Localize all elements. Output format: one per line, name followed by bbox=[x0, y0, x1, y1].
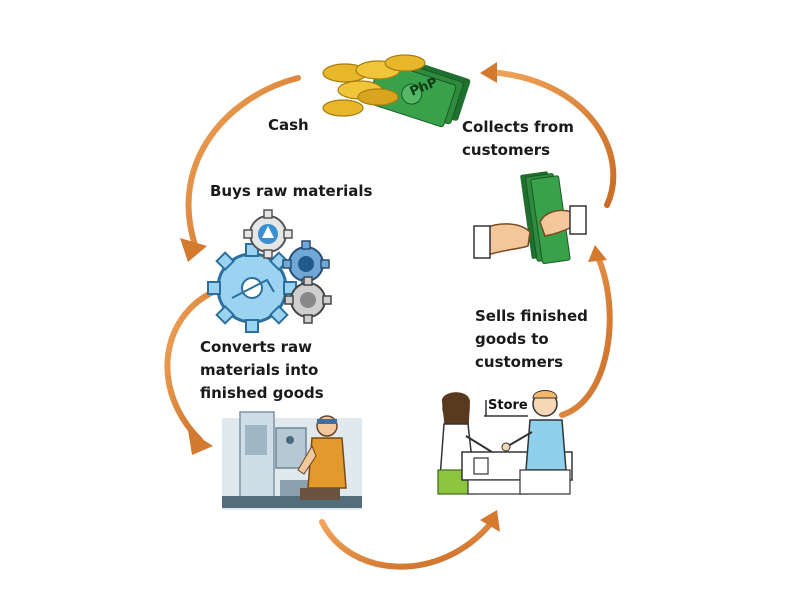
factory-worker-icon bbox=[222, 411, 362, 510]
arrow-collects-to-cash bbox=[480, 62, 617, 208]
collects-line-2: customers bbox=[462, 141, 551, 159]
arrow-buys-to-converts bbox=[164, 289, 216, 455]
money-icon: PhP bbox=[322, 54, 471, 128]
label-converts: Converts raw materials into finished goo… bbox=[200, 336, 340, 405]
gears-icon bbox=[207, 209, 332, 333]
converts-line-2: materials into bbox=[200, 361, 319, 379]
arrow-cash-to-buys bbox=[180, 75, 301, 262]
label-collects: Collects from customers bbox=[462, 116, 592, 162]
sells-line-3: customers bbox=[475, 353, 564, 371]
converts-line-3: finished goods bbox=[200, 384, 324, 402]
converts-line-1: Converts raw bbox=[200, 338, 313, 356]
collects-line-1: Collects from bbox=[462, 118, 574, 136]
arrow-converts-to-sells bbox=[319, 510, 500, 570]
cash-handover-icon bbox=[473, 171, 587, 264]
label-sells: Sells finished goods to customers bbox=[475, 305, 615, 374]
sells-line-1: Sells finished bbox=[475, 307, 588, 325]
label-buys-raw-materials: Buys raw materials bbox=[210, 182, 373, 200]
store-clerk-icon bbox=[437, 390, 573, 495]
sells-line-2: goods to bbox=[475, 330, 549, 348]
store-sign: Store bbox=[488, 398, 528, 413]
label-cash: Cash bbox=[268, 116, 309, 134]
arrow-sells-to-collects bbox=[559, 245, 613, 418]
